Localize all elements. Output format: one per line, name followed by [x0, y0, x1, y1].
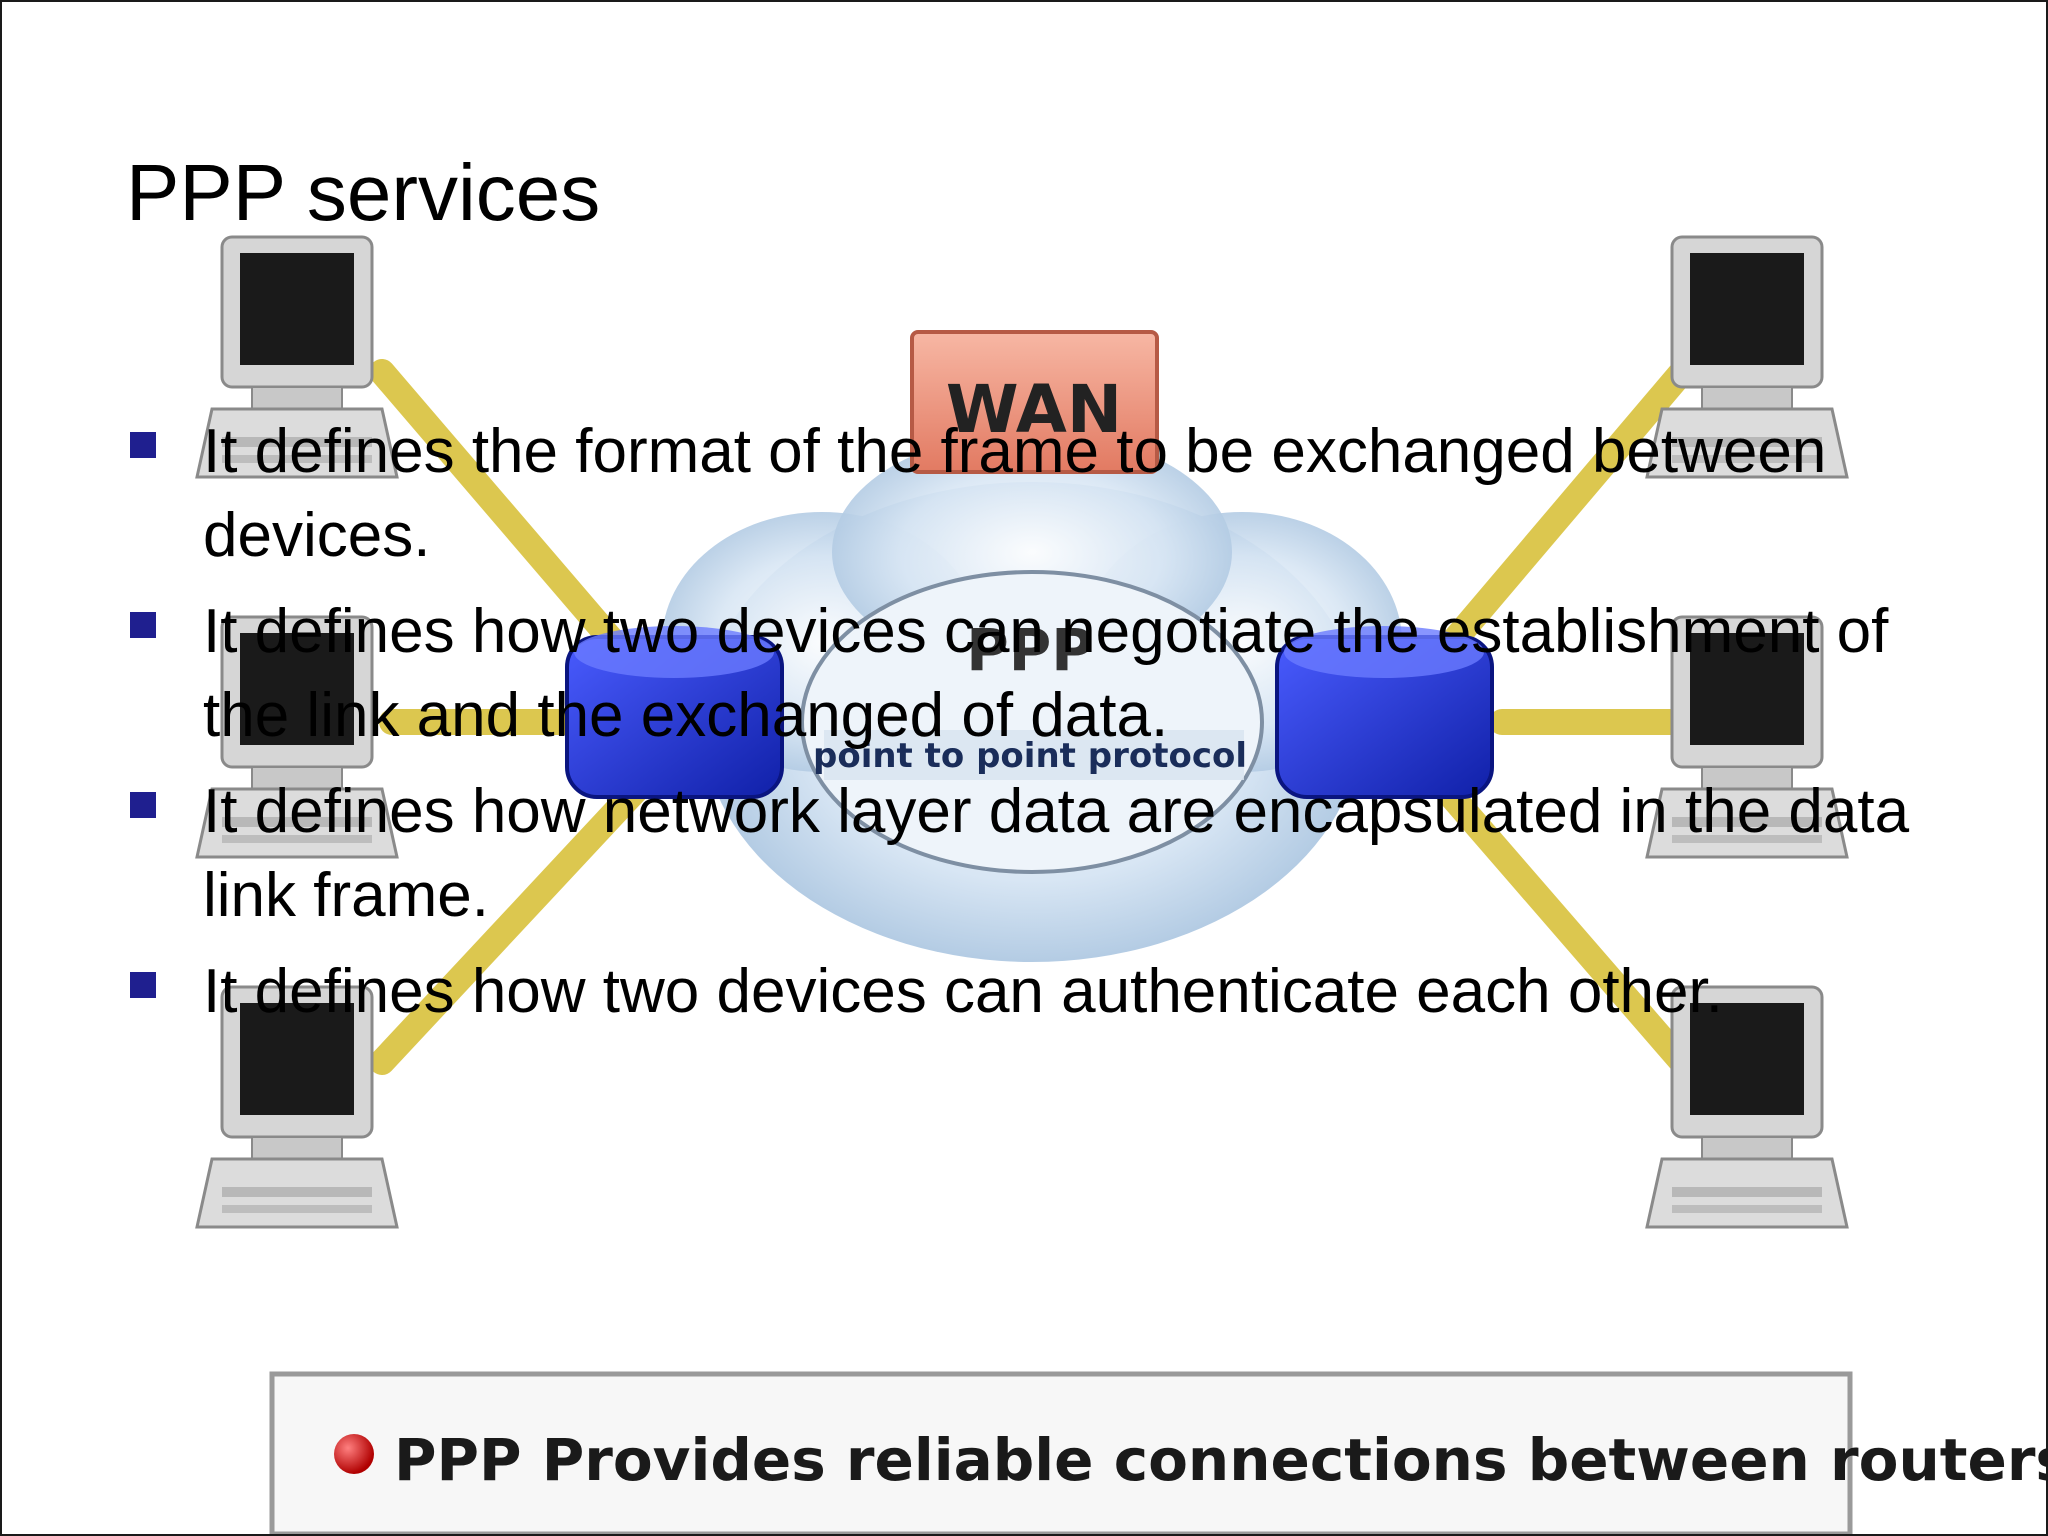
ppp-caption: point to point protocol: [813, 736, 1247, 776]
red-dot-icon: [334, 1434, 374, 1474]
footer-banner: PPP Provides reliable connections betwee…: [269, 1371, 2048, 1534]
bullet-item: It defines the format of the frame to be…: [126, 410, 1946, 578]
wan-label: WAN: [946, 371, 1122, 448]
square-bullet-icon: [130, 792, 156, 818]
router-icon: [1275, 626, 1494, 799]
wan-box: WAN: [910, 330, 1159, 474]
bullet-text: It defines how network layer data are en…: [203, 777, 1910, 930]
bullet-item: It defines how network layer data are en…: [126, 770, 1946, 938]
square-bullet-icon: [130, 972, 156, 998]
bullet-item: It defines how two devices can negotiate…: [126, 590, 1946, 758]
bullet-item: It defines how two devices can authentic…: [126, 950, 1946, 1034]
square-bullet-icon: [130, 432, 156, 458]
square-bullet-icon: [130, 612, 156, 638]
bullet-text: It defines the format of the frame to be…: [203, 417, 1827, 570]
footer-text: PPP Provides reliable connections betwee…: [394, 1426, 2048, 1494]
cloud-icon: [662, 432, 1402, 962]
router-icon: [565, 626, 784, 799]
slide-title: PPP services: [126, 148, 601, 237]
bullet-text: It defines how two devices can negotiate…: [203, 597, 1889, 750]
bullet-list: It defines the format of the frame to be…: [126, 410, 1946, 1046]
bullet-text: It defines how two devices can authentic…: [203, 957, 1723, 1026]
ppp-label: PPP: [966, 616, 1094, 684]
